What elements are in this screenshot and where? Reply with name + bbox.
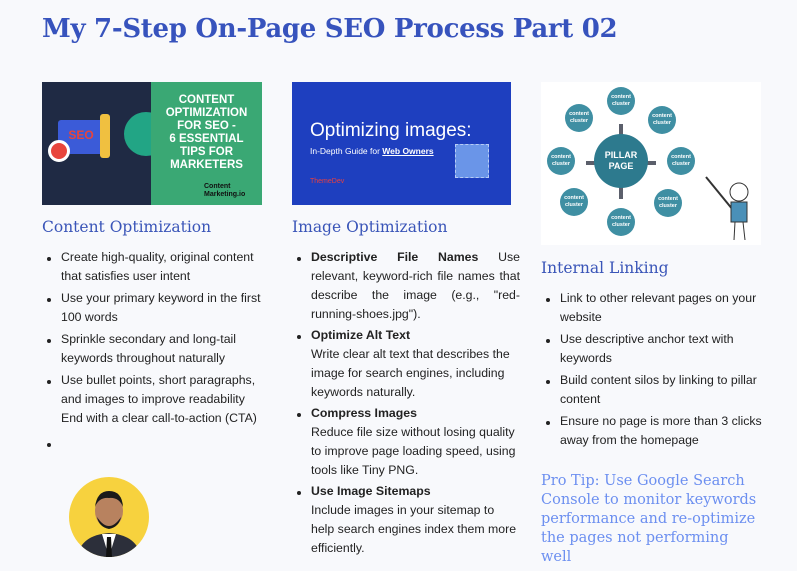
pro-tip: Pro Tip: Use Google Search Console to mo… — [541, 473, 757, 565]
cluster-node-label: content cluster — [652, 113, 672, 126]
image-subtitle: In-Depth Guide for — [310, 146, 383, 156]
image-title: Optimizing images: — [310, 120, 472, 141]
list-item: Descriptive File Names Use relevant, key… — [292, 248, 520, 324]
cluster-node-label: content cluster — [658, 196, 678, 209]
target-icon — [48, 140, 70, 162]
page-title: My 7-Step On-Page SEO Process Part 02 — [42, 14, 618, 44]
list-item: Use descriptive anchor text with keyword… — [541, 330, 763, 368]
linking-list: Link to other relevant pages on your web… — [541, 289, 763, 450]
author-avatar — [69, 477, 149, 557]
content-list: Create high-quality, original content th… — [42, 248, 264, 453]
brand-logo: ThemeDev — [310, 178, 345, 185]
person-illustration — [100, 114, 110, 158]
list-item: Build content silos by linking to pillar… — [541, 371, 763, 409]
section-heading: Internal Linking — [541, 259, 669, 277]
list-item: Link to other relevant pages on your web… — [541, 289, 763, 327]
cluster-node-label: content cluster — [564, 195, 584, 208]
pillar-page-label: PILLAR PAGE — [604, 150, 638, 171]
internal-linking-column: PILLAR PAGE content cluster content clus… — [541, 82, 763, 567]
image-list: Descriptive File Names Use relevant, key… — [292, 248, 520, 558]
brand-logo: Content Marketing.io — [204, 183, 246, 198]
image-subtitle-link: Web Owners — [382, 146, 434, 156]
cluster-node-label: content cluster — [611, 215, 631, 228]
image-optimization-column: Optimizing images: In-Depth Guide for We… — [292, 82, 520, 560]
list-item: Sprinkle secondary and long-tail keyword… — [42, 330, 264, 368]
pillar-page-diagram: PILLAR PAGE content cluster content clus… — [541, 82, 761, 245]
list-item: Ensure no page is more than 3 clicks awa… — [541, 412, 763, 450]
list-item: Use your primary keyword in the first 10… — [42, 289, 264, 327]
section-heading: Content Optimization — [42, 218, 212, 236]
cluster-node-label: content cluster — [569, 111, 589, 124]
cluster-node-label: content cluster — [551, 154, 571, 167]
list-item: Use bullet points, short paragraphs, and… — [42, 371, 264, 428]
list-item: Create high-quality, original content th… — [42, 248, 264, 286]
cluster-node-label: content cluster — [671, 154, 691, 167]
resize-icon — [455, 144, 489, 178]
cluster-node-label: content cluster — [611, 94, 631, 107]
list-item — [42, 434, 264, 453]
section-heading: Image Optimization — [292, 218, 448, 236]
image-optimization-image: Optimizing images: In-Depth Guide for We… — [292, 82, 511, 205]
